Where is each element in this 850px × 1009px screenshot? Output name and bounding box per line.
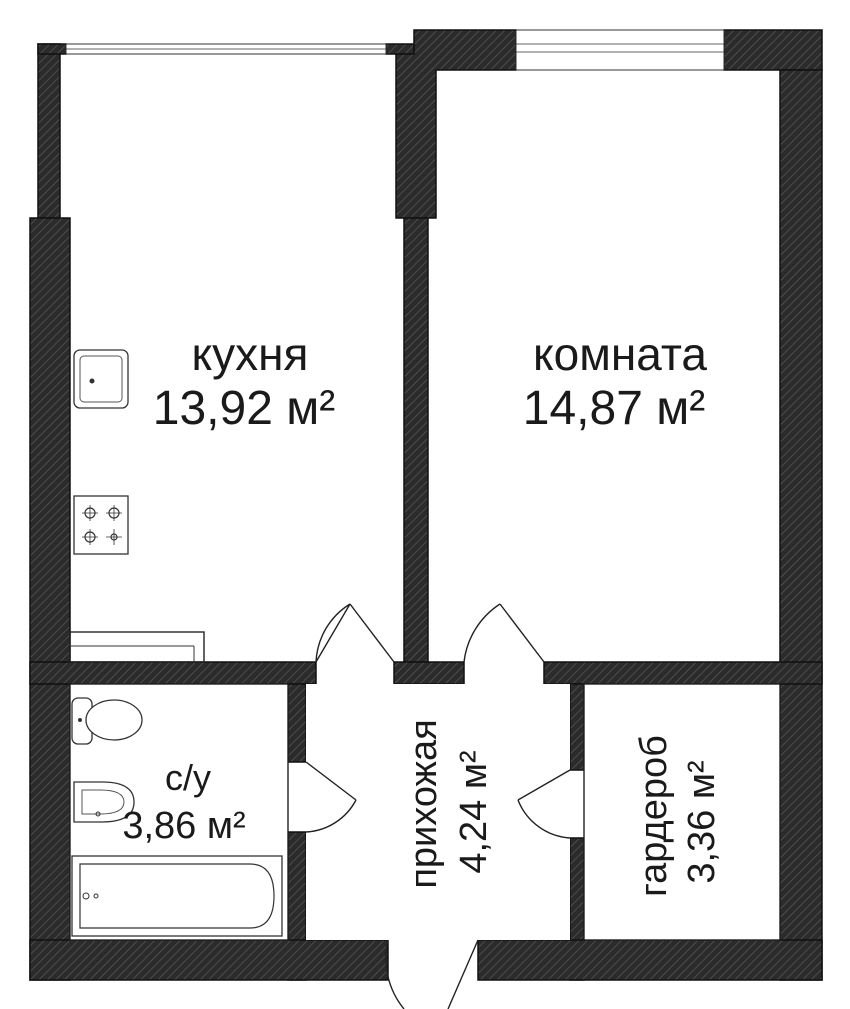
window-icon [65,43,387,55]
wall-top-living-right [723,29,823,71]
wall-partition-kitchen-living [403,217,429,663]
wall-wardrobe-left-upper [569,683,585,771]
door-swing-icon [463,603,545,663]
room-area-kitchen: 13,92 м² [153,382,335,435]
wall-bathroom-right [287,683,307,763]
window-icon [515,29,725,71]
toilet-icon [71,697,143,745]
floor-wardrobe [584,684,780,940]
room-area-hallway: 4,24 м² [453,750,495,873]
washbasin-icon [73,781,135,823]
wardrobe-outline [583,683,781,941]
wall-right [779,69,823,981]
wall-top-kitchen-left [37,43,67,55]
door-swing-icon [385,939,479,1009]
wall-living-bottom [543,661,823,685]
room-name-kitchen: кухня [192,328,309,380]
sink-icon [73,349,129,409]
wall-left-lower [29,217,71,981]
wall-kitchen-bottom-left [29,661,317,685]
kitchen-counter [69,631,205,663]
room-name-wardrobe: гардероб [633,735,675,897]
wall-bottom-right [477,939,823,981]
wall-bottom-left [29,939,389,981]
stove-icon [73,495,129,555]
wall-left-upper [37,43,61,219]
room-name-hallway: прихожая [403,719,445,888]
wall-kitchen-bottom-right [393,661,465,685]
room-area-bathroom: 3,86 м² [122,805,245,847]
floor-hallway [306,684,570,940]
room-name-bathroom: с/у [165,757,211,798]
door-swing-icon [517,769,571,839]
room-name-living: комната [533,328,707,380]
room-area-wardrobe: 3,36 м² [681,760,723,883]
bathtub-icon [71,855,283,937]
wall-top-living-left [395,29,517,219]
wall-top-kitchen-right [385,43,415,55]
room-area-living: 14,87 м² [523,382,705,435]
door-swing-icon [305,761,357,833]
bathroom-outline [69,683,289,941]
door-swing-icon [315,603,395,663]
